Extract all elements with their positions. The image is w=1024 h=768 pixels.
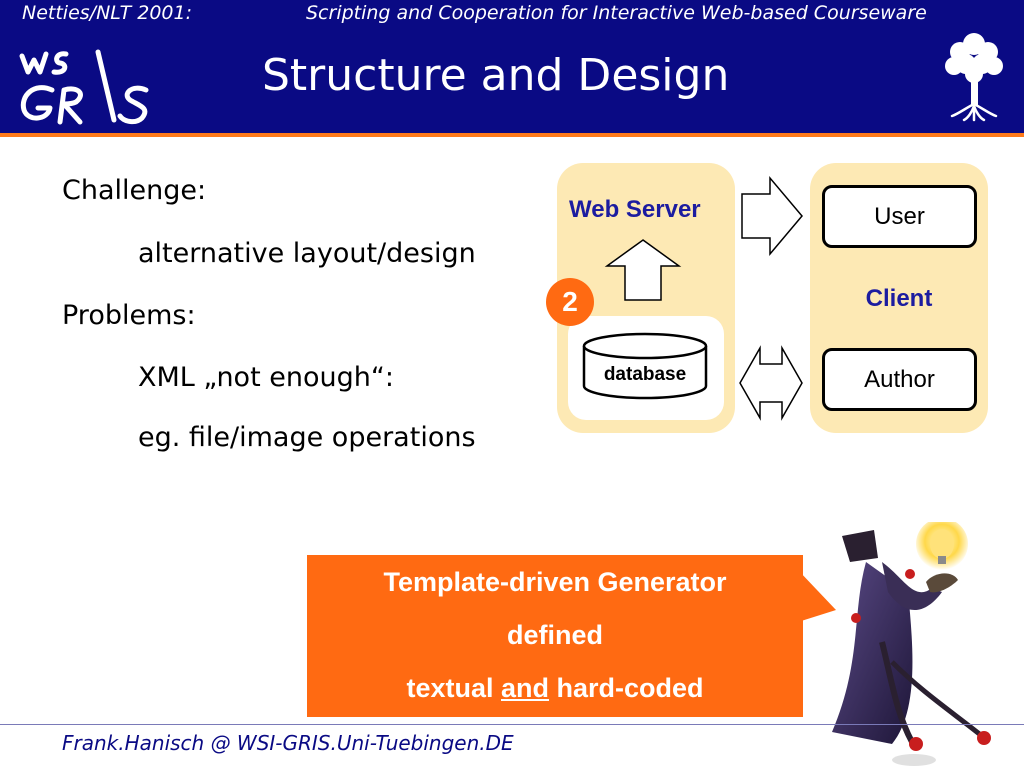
- callout-pointer: [798, 570, 836, 622]
- web-server-label: Web Server: [569, 196, 701, 223]
- database-icon: [582, 332, 708, 400]
- wizard-mascot-illustration: [832, 522, 991, 766]
- database-label: database: [603, 364, 687, 385]
- problem-item-file-ops: eg. file/image operations: [138, 422, 476, 453]
- author-box: Author: [822, 348, 977, 411]
- talk-title-label: Scripting and Cooperation for Interactiv…: [306, 2, 927, 24]
- problem-item-xml: XML „not enough“:: [138, 362, 394, 393]
- challenge-item: alternative layout/design: [138, 238, 476, 269]
- tree-logo: [945, 33, 1003, 122]
- callout-line-1: Template-driven Generator: [383, 567, 727, 597]
- challenge-heading: Challenge:: [62, 175, 207, 206]
- slide-header: [0, 0, 1024, 133]
- footer-divider: [0, 724, 1024, 725]
- callout-line-3: textual and hard-coded: [406, 673, 704, 703]
- client-label: Client: [865, 285, 933, 312]
- wsi-gris-logo: [19, 49, 149, 125]
- header-divider: [0, 133, 1024, 137]
- up-arrow-icon: [604, 239, 682, 301]
- user-box: User: [822, 185, 977, 248]
- callout-line-2: defined: [506, 620, 603, 650]
- footer-author: Frank.Hanisch @ WSI-GRIS.Uni-Tuebingen.D…: [62, 731, 514, 755]
- callout-box: Template-driven Generator defined textua…: [307, 555, 803, 717]
- problems-heading: Problems:: [62, 300, 196, 331]
- right-arrow-icon: [741, 175, 803, 257]
- slide-title: Structure and Design: [262, 50, 730, 101]
- underlined-and: and: [501, 673, 550, 703]
- double-arrow-icon: [739, 345, 803, 421]
- step-number-badge: 2: [546, 278, 594, 326]
- conference-label: Netties/NLT 2001:: [22, 2, 192, 24]
